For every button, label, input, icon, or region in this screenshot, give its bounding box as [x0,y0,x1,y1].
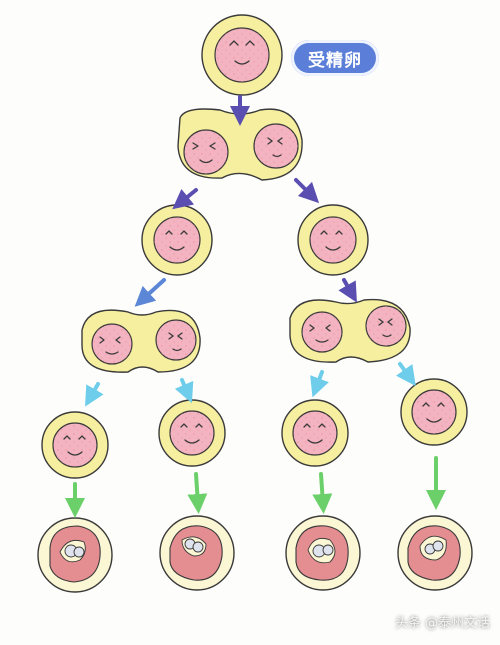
embryo-1 [37,517,113,593]
zygote-cell [201,14,283,96]
arrow-right-to-level4 [338,278,357,303]
arrow-level4-to-cell4 [396,362,416,387]
arrow-cell3-to-embryo3 [312,472,333,514]
two-cell-left-level4 [81,309,201,373]
arrow-cell2-to-embryo2 [187,472,208,514]
cell-level5-2 [158,399,226,467]
cell-right-level3 [297,204,369,276]
embryo-3 [285,515,361,591]
cell-level5-3 [281,399,349,467]
zygote-label-text: 受精卵 [308,50,362,71]
embryo-4 [397,515,473,591]
arrow-level4-to-cell1 [85,382,104,407]
arrow-2cell-to-right [294,178,320,204]
watermark: 头条 @泰州文话 [395,612,490,631]
arrow-level4-to-cell2 [174,378,194,404]
arrow-2cell-to-left [172,188,198,210]
arrow-left-to-level4 [134,278,166,307]
embryo-2 [159,515,235,591]
zygote-label: 受精卵 [291,40,379,76]
two-cell-embryo [177,108,303,181]
two-cell-right-level4 [289,298,411,363]
watermark-text: 头条 @泰州文话 [394,616,490,631]
cell-level5-4 [400,378,468,446]
cell-level5-1 [41,411,109,479]
cell-left-level3 [141,204,213,276]
zygote-face [229,40,255,65]
arrow-level4-to-cell3 [310,370,329,398]
